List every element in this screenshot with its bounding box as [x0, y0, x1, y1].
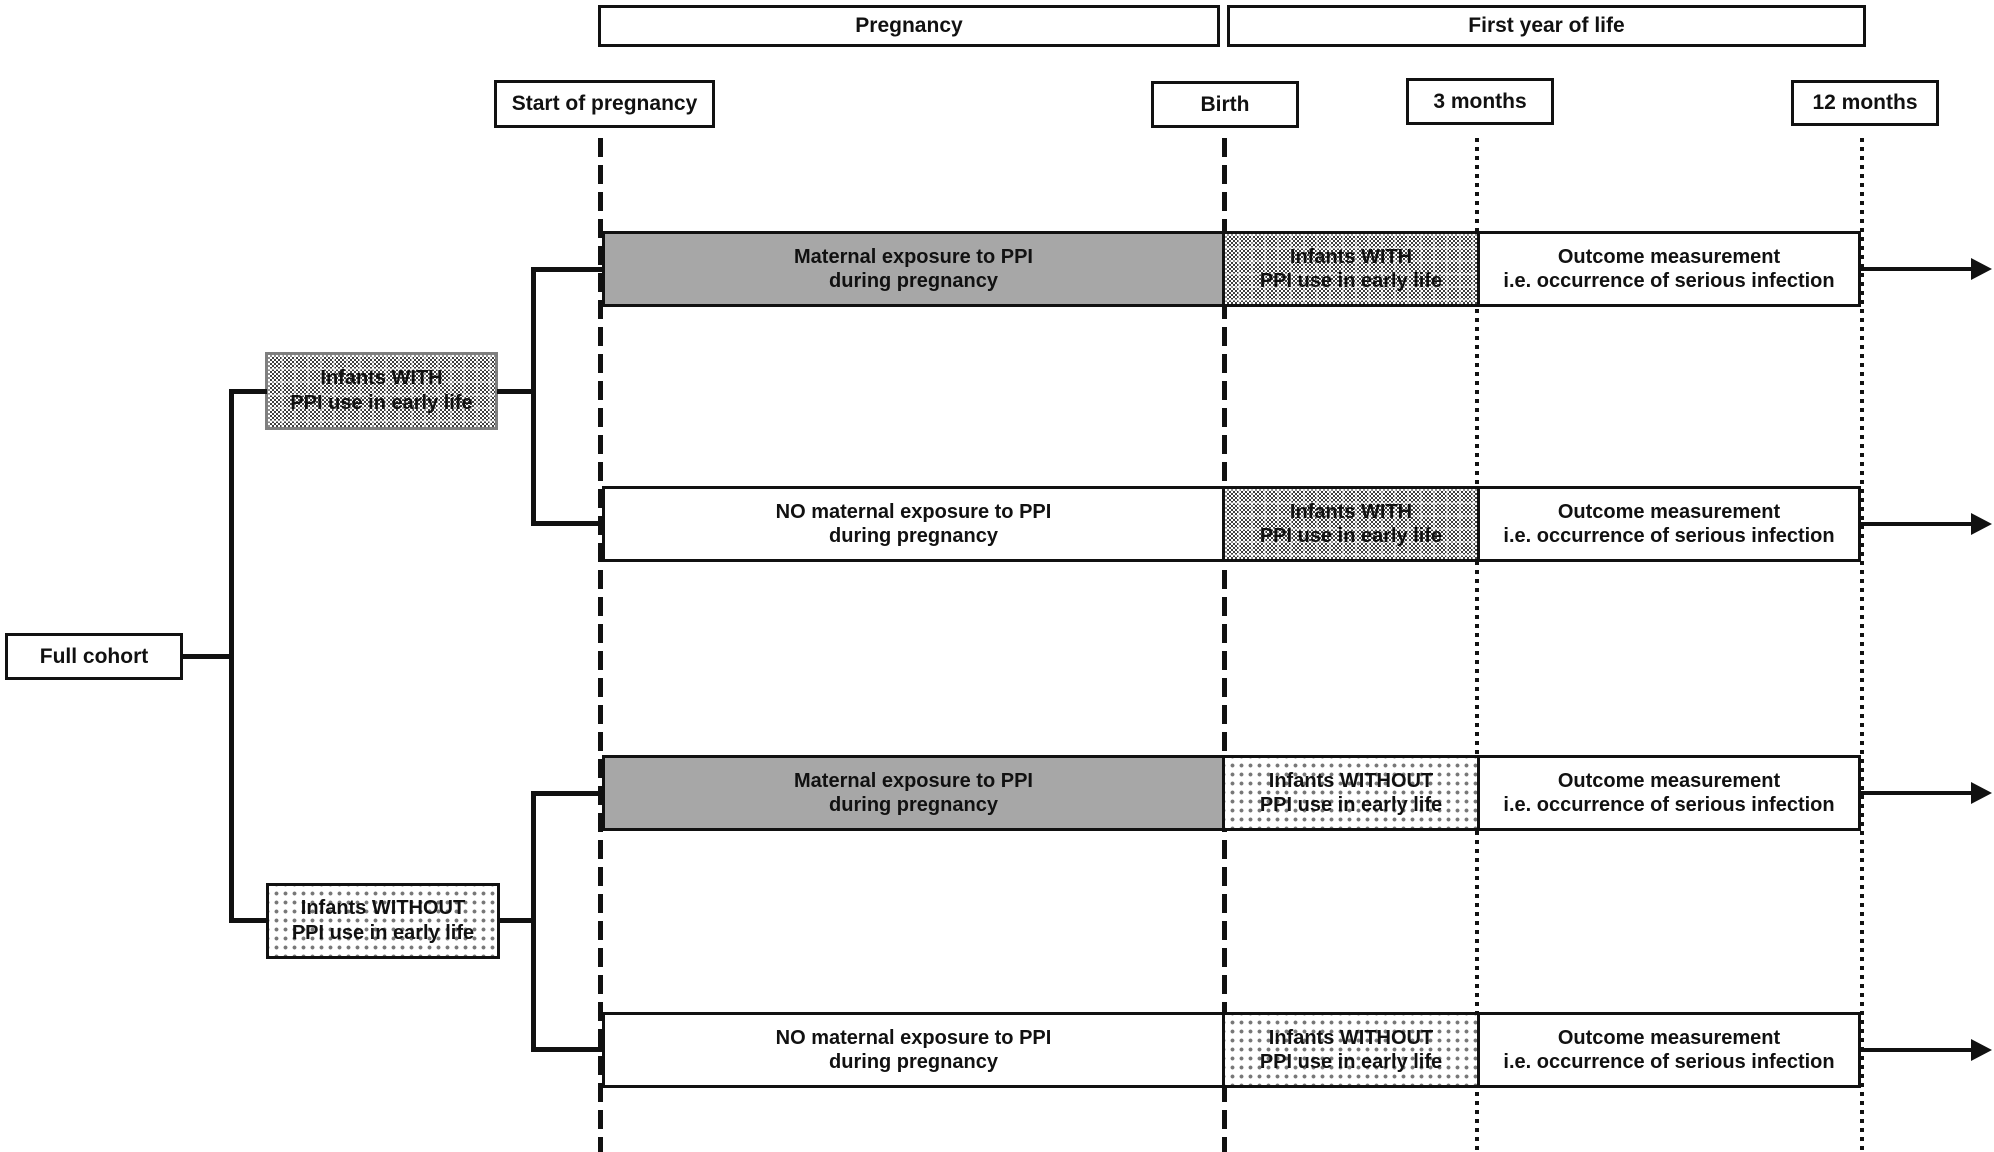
connector-with-to-row1: [531, 267, 602, 272]
connector-without-branch: [499, 918, 536, 923]
milestone-start-of-pregnancy: Start of pregnancy: [494, 80, 715, 128]
row3-pregnancy-segment: Maternal exposure to PPI during pregnanc…: [602, 755, 1225, 831]
outcome-arrowhead-row3: [1971, 782, 1992, 804]
row-with-exposed: Maternal exposure to PPI during pregnanc…: [602, 231, 1861, 307]
row3-early-life-segment: Infants WITHOUT PPI use in early life: [1222, 755, 1480, 831]
row4-pregnancy-line2: during pregnancy: [829, 1051, 998, 1073]
group-box-infants-without: Infants WITHOUT PPI use in early life: [266, 883, 500, 959]
full-cohort-label: Full cohort: [39, 644, 149, 668]
milestone-start-of-pregnancy-label: Start of pregnancy: [511, 92, 698, 115]
outcome-arrow-row4: [1860, 1048, 1972, 1052]
row4-early-life-segment: Infants WITHOUT PPI use in early life: [1222, 1012, 1480, 1088]
row3-outcome-line2: i.e. occurrence of serious infection: [1503, 794, 1835, 816]
row-without-exposed: Maternal exposure to PPI during pregnanc…: [602, 755, 1861, 831]
row1-pregnancy-line2: during pregnancy: [829, 270, 998, 292]
group-infants-without-line1: Infants WITHOUT: [300, 897, 466, 919]
outcome-arrowhead-row4: [1971, 1039, 1992, 1061]
row1-outcome-segment: Outcome measurement i.e. occurrence of s…: [1477, 231, 1861, 307]
outcome-arrow-row3: [1860, 791, 1972, 795]
connector-without-to-row3: [531, 791, 602, 796]
timeline-line-birth: [1222, 138, 1227, 1152]
connector-trunk-to-with: [229, 389, 267, 394]
row1-pregnancy-segment: Maternal exposure to PPI during pregnanc…: [602, 231, 1225, 307]
milestone-birth-label: Birth: [1200, 92, 1250, 116]
milestone-birth: Birth: [1151, 81, 1299, 128]
milestone-12-months: 12 months: [1791, 80, 1939, 126]
connector-without-to-row4: [531, 1047, 602, 1052]
phase-header-pregnancy: Pregnancy: [598, 5, 1220, 47]
row2-early-life-segment: Infants WITH PPI use in early life: [1222, 486, 1480, 562]
outcome-arrowhead-row2: [1971, 513, 1992, 535]
row2-early-life-line2: PPI use in early life: [1259, 525, 1443, 547]
connector-without-vertical: [531, 791, 536, 1052]
row4-pregnancy-segment: NO maternal exposure to PPI during pregn…: [602, 1012, 1225, 1088]
group-box-infants-with: Infants WITH PPI use in early life: [265, 352, 498, 430]
connector-with-vertical: [531, 267, 536, 526]
row3-pregnancy-line2: during pregnancy: [829, 794, 998, 816]
row4-pregnancy-line1: NO maternal exposure to PPI: [775, 1027, 1052, 1049]
connector-trunk-to-without: [229, 918, 268, 923]
row3-early-life-line2: PPI use in early life: [1259, 794, 1443, 816]
phase-header-first-year: First year of life: [1227, 5, 1866, 47]
row2-early-life-line1: Infants WITH: [1289, 501, 1413, 523]
phase-header-pregnancy-label: Pregnancy: [855, 14, 963, 37]
milestone-3-months-label: 3 months: [1433, 89, 1527, 113]
row3-early-life-line1: Infants WITHOUT: [1268, 770, 1434, 792]
connector-with-branch: [497, 389, 536, 394]
row4-outcome-line2: i.e. occurrence of serious infection: [1503, 1051, 1835, 1073]
full-cohort-box: Full cohort: [5, 633, 183, 680]
phase-header-first-year-label: First year of life: [1468, 14, 1625, 37]
row4-outcome-segment: Outcome measurement i.e. occurrence of s…: [1477, 1012, 1861, 1088]
row-with-unexposed: NO maternal exposure to PPI during pregn…: [602, 486, 1861, 562]
group-infants-with-line2: PPI use in early life: [290, 392, 473, 414]
row2-pregnancy-segment: NO maternal exposure to PPI during pregn…: [602, 486, 1225, 562]
row1-early-life-line1: Infants WITH: [1289, 246, 1413, 268]
connector-with-to-row2: [531, 521, 602, 526]
milestone-12-months-label: 12 months: [1812, 91, 1918, 114]
outcome-arrow-row1: [1860, 267, 1972, 271]
row2-pregnancy-line1: NO maternal exposure to PPI: [775, 501, 1052, 523]
row4-early-life-line1: Infants WITHOUT: [1268, 1027, 1434, 1049]
timeline-line-12-months: [1860, 138, 1864, 1152]
group-infants-with-line1: Infants WITH: [320, 367, 443, 389]
row1-outcome-line1: Outcome measurement: [1557, 246, 1781, 268]
row4-outcome-line1: Outcome measurement: [1557, 1027, 1781, 1049]
row3-outcome-line1: Outcome measurement: [1557, 770, 1781, 792]
row1-outcome-line2: i.e. occurrence of serious infection: [1503, 270, 1835, 292]
outcome-arrow-row2: [1860, 522, 1972, 526]
row3-pregnancy-line1: Maternal exposure to PPI: [794, 770, 1033, 792]
row2-outcome-line2: i.e. occurrence of serious infection: [1503, 525, 1835, 547]
row2-outcome-line1: Outcome measurement: [1557, 501, 1781, 523]
row1-early-life-line2: PPI use in early life: [1259, 270, 1443, 292]
milestone-3-months: 3 months: [1406, 78, 1554, 125]
outcome-arrowhead-row1: [1971, 258, 1992, 280]
timeline-line-3-months: [1475, 138, 1479, 1152]
row4-early-life-line2: PPI use in early life: [1259, 1051, 1443, 1073]
row1-pregnancy-line1: Maternal exposure to PPI: [794, 246, 1033, 268]
row1-early-life-segment: Infants WITH PPI use in early life: [1222, 231, 1480, 307]
row-without-unexposed: NO maternal exposure to PPI during pregn…: [602, 1012, 1861, 1088]
row2-outcome-segment: Outcome measurement i.e. occurrence of s…: [1477, 486, 1861, 562]
connector-cohort-to-trunk: [181, 654, 234, 659]
row2-pregnancy-line2: during pregnancy: [829, 525, 998, 547]
group-infants-without-line2: PPI use in early life: [291, 922, 475, 944]
timeline-line-start-of-pregnancy: [598, 138, 603, 1152]
row3-outcome-segment: Outcome measurement i.e. occurrence of s…: [1477, 755, 1861, 831]
connector-trunk-vertical: [229, 389, 234, 923]
